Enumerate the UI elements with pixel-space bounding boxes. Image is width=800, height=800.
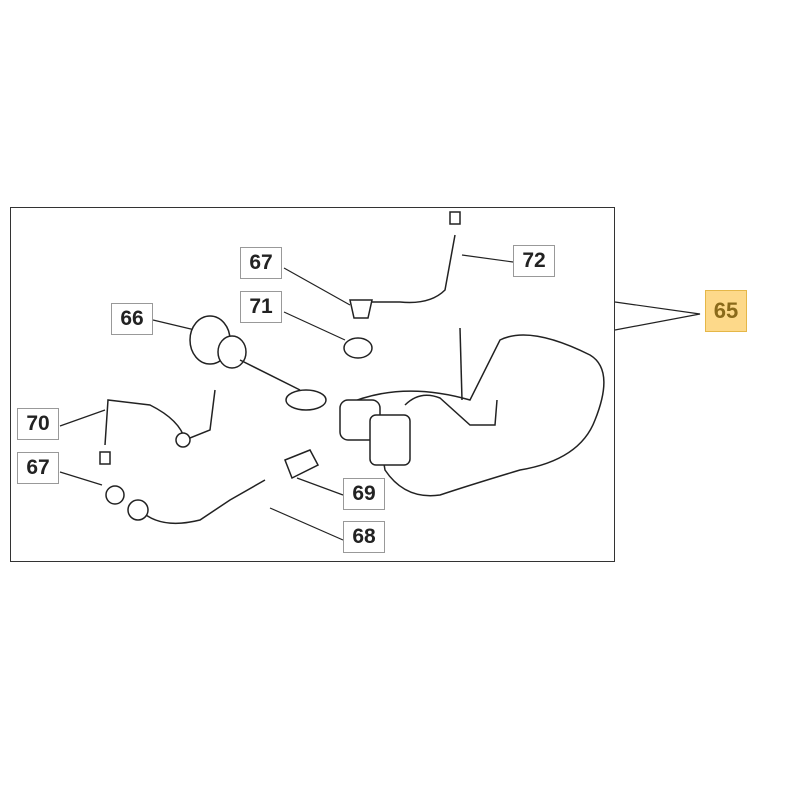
diagram-frame xyxy=(10,207,615,562)
part-label-67-hose[interactable]: 67 xyxy=(17,452,59,484)
part-label-68[interactable]: 68 xyxy=(343,521,385,553)
part-label-66[interactable]: 66 xyxy=(111,303,153,335)
part-label-72[interactable]: 72 xyxy=(513,245,555,277)
fuel-hoses xyxy=(99,327,498,525)
fuel-cap xyxy=(189,315,327,411)
part-label-71[interactable]: 71 xyxy=(240,291,282,323)
vent-valve xyxy=(343,211,461,359)
part-label-67-valve[interactable]: 67 xyxy=(240,247,282,279)
part-label-70[interactable]: 70 xyxy=(17,408,59,440)
fuel-tank xyxy=(339,334,605,497)
part-label-69[interactable]: 69 xyxy=(343,478,385,510)
leader-lines xyxy=(59,254,701,541)
assembly-label-65[interactable]: 65 xyxy=(705,290,747,332)
